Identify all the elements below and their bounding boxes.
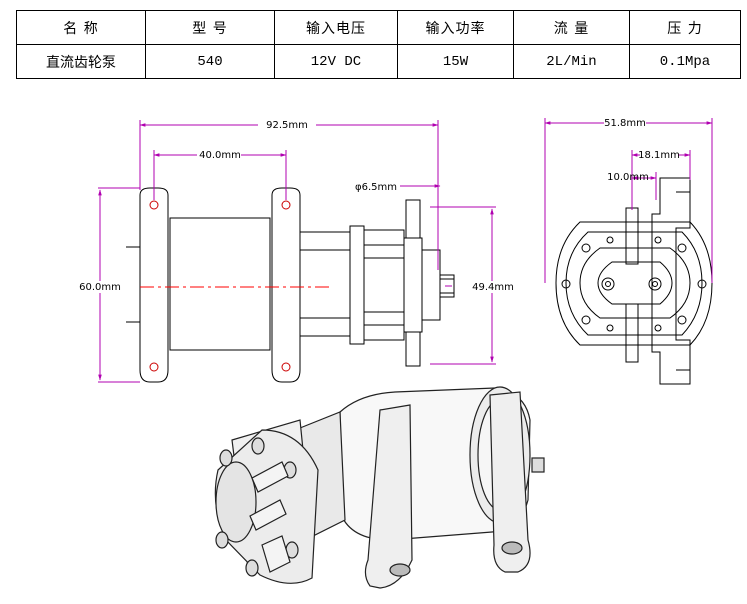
- coupling: [299, 231, 351, 337]
- dim-side-port-a: 18.1mm: [638, 150, 680, 161]
- port-top: [625, 207, 639, 265]
- dim-mount-spacing: 40.0mm: [199, 150, 241, 161]
- gear-chamber: [597, 261, 673, 305]
- port-bottom: [625, 303, 639, 363]
- front-dimensions: [98, 120, 496, 383]
- spec-header-row: 名 称 型 号 输入电压 输入功率 流 量 压 力: [16, 10, 741, 45]
- spec-table: 名 称 型 号 输入电压 输入功率 流 量 压 力 直流齿轮泵 540 12V …: [16, 10, 741, 79]
- value-voltage: 12V DC: [274, 44, 398, 79]
- outlet-nozzle: [439, 274, 455, 298]
- front-view: [126, 187, 455, 383]
- right-bracket: [271, 187, 301, 383]
- header-pressure: 压 力: [629, 10, 741, 45]
- value-power: 15W: [397, 44, 514, 79]
- side-view: [555, 177, 713, 385]
- dim-head-height: 49.4mm: [472, 282, 514, 293]
- dim-overall-length: 92.5mm: [266, 120, 308, 131]
- dim-height: 60.0mm: [79, 282, 121, 293]
- value-pressure: 0.1Mpa: [629, 44, 741, 79]
- header-model: 型 号: [145, 10, 275, 45]
- side-bracket: [651, 177, 691, 385]
- value-name: 直流齿轮泵: [16, 44, 146, 79]
- spec-value-row: 直流齿轮泵 540 12V DC 15W 2L/Min 0.1Mpa: [16, 44, 741, 79]
- dim-outlet-diameter: φ6.5mm: [355, 182, 397, 193]
- isometric-view: [214, 386, 545, 589]
- value-flow: 2L/Min: [513, 44, 630, 79]
- left-bracket: [139, 187, 169, 383]
- value-model: 540: [145, 44, 275, 79]
- header-name: 名 称: [16, 10, 146, 45]
- motor-body: [169, 217, 271, 351]
- dim-side-port-b: 10.0mm: [607, 172, 649, 183]
- dim-side-width: 51.8mm: [604, 118, 646, 129]
- header-power: 输入功率: [397, 10, 514, 45]
